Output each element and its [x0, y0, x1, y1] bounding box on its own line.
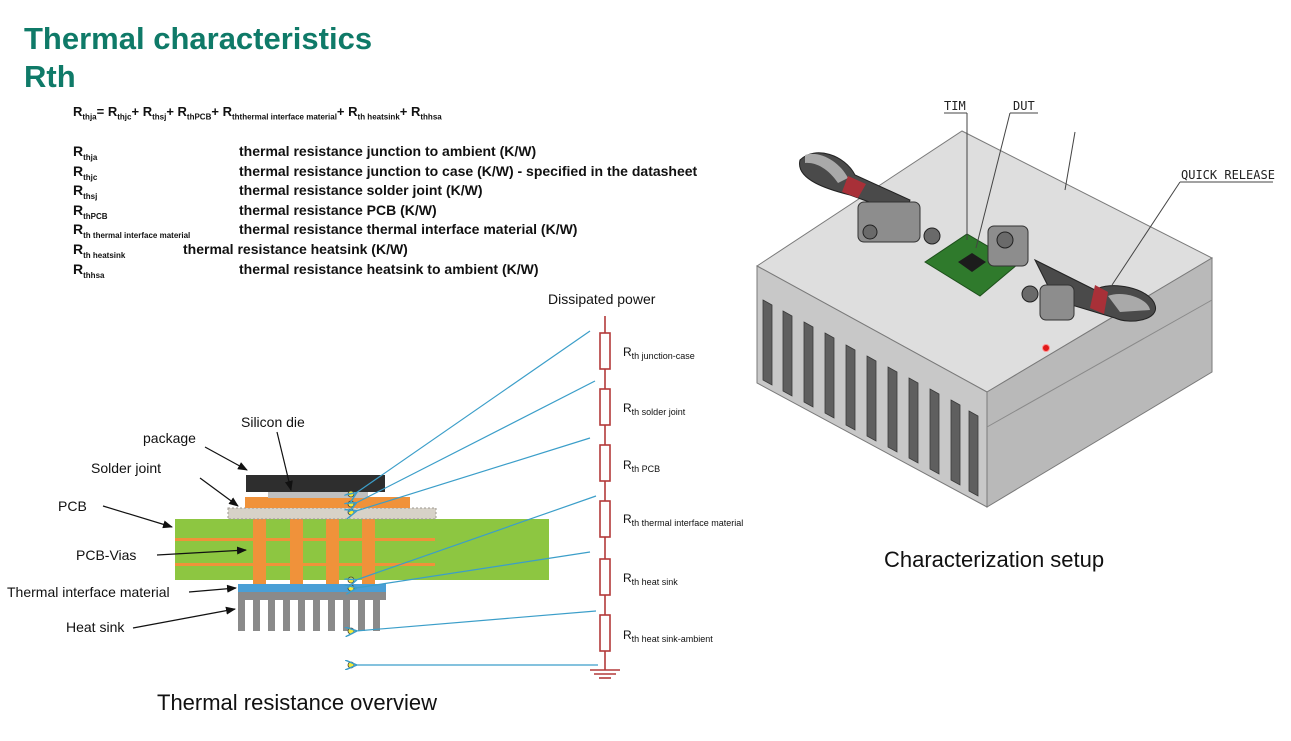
resistor-label: Rth heat sink-ambient [623, 628, 713, 644]
label-thermal-interface-material: Thermal interface material [7, 584, 170, 600]
connection-lines [356, 330, 598, 665]
label-package: package [143, 430, 196, 446]
definition-text: thermal resistance solder joint (K/W) [239, 182, 483, 199]
resistor-pcb [599, 444, 611, 482]
solder-joint-layer [227, 507, 437, 520]
silicon-die [268, 491, 368, 498]
definition-text: thermal resistance heatsink (K/W) [183, 240, 408, 257]
label-pointer-arrows [102, 431, 293, 629]
label-quick-release: QUICK RELEASE [1181, 168, 1275, 182]
label-pcb: PCB [58, 498, 87, 514]
dut-chip [958, 253, 986, 272]
label-silicon-die: Silicon die [241, 414, 305, 430]
characterization-setup-illustration: TIM DUT QUICK RELEASE [756, 99, 1275, 508]
label-heat-sink: Heat sink [66, 619, 125, 635]
formula-term: Rth heatsink+ [348, 104, 408, 122]
resistor-heat-sink [599, 558, 611, 596]
definition-symbol: Rthjc [73, 162, 98, 182]
caption-characterization-setup: Characterization setup [884, 547, 1105, 572]
callout-lines [944, 112, 1273, 286]
label-tim: TIM [944, 99, 966, 113]
heatsink-fins [762, 299, 979, 497]
caption-thermal-resistance-overview: Thermal resistance overview [157, 690, 437, 715]
left-clamp [799, 152, 941, 245]
rth-formula: Rthja= Rthjc+ Rthsj+ RthPCB+ Rththermal … [73, 104, 442, 122]
formula-term: Rthsj+ [142, 104, 174, 122]
resistor-solder-joint [599, 388, 611, 426]
label-pcb-vias: PCB-Vias [76, 547, 136, 563]
definition-text: thermal resistance thermal interface mat… [239, 221, 578, 238]
formula-term: Rthjc+ [107, 104, 140, 122]
resistor-label: Rth junction-case [623, 345, 695, 361]
thermal-resistor-network: Dissipated power Rth junction-case Rth s… [548, 291, 743, 679]
definition-text: thermal resistance junction to case (K/W… [239, 162, 698, 179]
definition-symbol: RthPCB [73, 201, 108, 221]
resistor-label: Rth thermal interface material [623, 512, 743, 528]
package-body [246, 475, 385, 492]
heat-sink [238, 592, 386, 631]
slide-title: Thermal characteristics Rth [24, 20, 372, 96]
formula-term: Rththermal interface material+ [222, 104, 345, 122]
cross-section-diagram: package Silicon die Solder joint PCB PCB… [7, 330, 598, 668]
formula-term: RthPCB+ [177, 104, 219, 122]
definition-symbol: Rth thermal interface material [73, 221, 191, 241]
definition-symbol: Rthsj [73, 182, 98, 201]
definition-text: thermal resistance heatsink to ambient (… [239, 260, 539, 277]
definition-symbol: Rthhsa [73, 260, 105, 280]
definition-text: thermal resistance junction to ambient (… [239, 143, 537, 159]
right-clamp [987, 225, 1156, 322]
pcb-vias [253, 510, 375, 584]
laser-dot [1042, 344, 1050, 352]
tim-layer [238, 584, 386, 592]
definition-symbol: Rthja [73, 143, 98, 162]
copper-pad [245, 497, 410, 508]
resistor-label: Rth solder joint [623, 401, 686, 417]
title-line-2: Rth [24, 59, 76, 94]
resistor-heat-sink-ambient [599, 614, 611, 652]
pcb-copper-layers [175, 538, 435, 566]
definition-symbol: Rth heatsink [73, 240, 126, 260]
label-solder-joint: Solder joint [91, 460, 161, 476]
resistor-junction-case [599, 332, 611, 370]
dissipated-power-label: Dissipated power [548, 291, 656, 307]
resistor-thermal-interface-material [599, 500, 611, 538]
resistor-label: Rth heat sink [623, 571, 678, 587]
definition-text: thermal resistance PCB (K/W) [239, 201, 437, 218]
title-line-1: Thermal characteristics [24, 21, 373, 56]
resistor-label: Rth PCB [623, 458, 660, 474]
formula-term: Rthhsa [410, 104, 442, 122]
label-dut: DUT [1013, 99, 1035, 113]
